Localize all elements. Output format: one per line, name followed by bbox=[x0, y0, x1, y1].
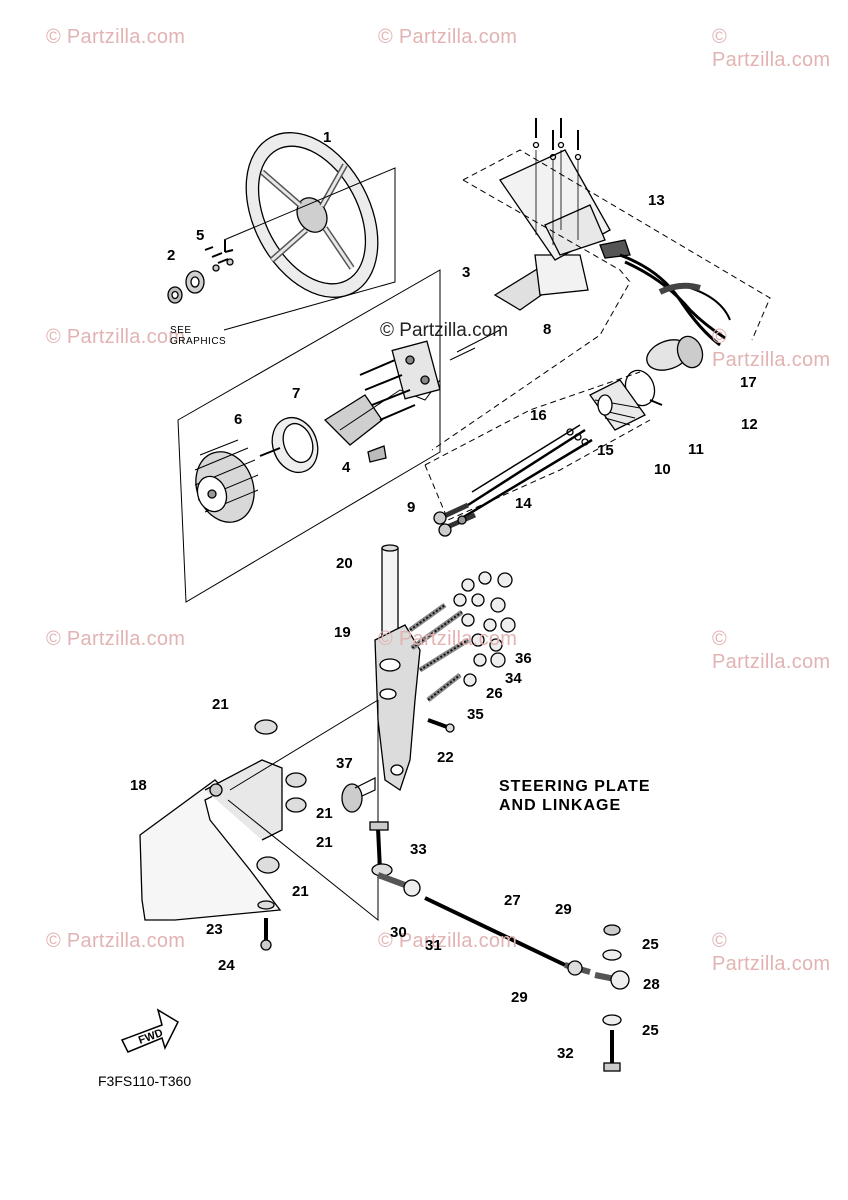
steering-cable-part bbox=[461, 424, 593, 520]
wheel-group-box bbox=[223, 167, 396, 331]
steering-arm-part bbox=[374, 624, 421, 792]
callout-33: 33 bbox=[410, 841, 427, 858]
callout-21: 21 bbox=[316, 834, 333, 851]
callout-7: 7 bbox=[292, 385, 301, 402]
callout-34: 34 bbox=[505, 670, 522, 687]
column-dashed-box bbox=[431, 149, 771, 451]
nut-part bbox=[167, 270, 205, 304]
boot-part bbox=[624, 335, 704, 407]
callout-27: 27 bbox=[504, 892, 521, 909]
callout-36: 36 bbox=[515, 650, 532, 667]
cable-boot-part bbox=[589, 379, 646, 431]
callout-37: 37 bbox=[336, 755, 353, 772]
drawing-code: F3FS110-T360 bbox=[98, 1073, 192, 1089]
callout-25: 25 bbox=[642, 1022, 659, 1039]
steering-rod-part bbox=[424, 896, 591, 976]
bushing-part bbox=[254, 719, 307, 910]
callout-29: 29 bbox=[555, 901, 572, 918]
center-watermark: © Partzilla.com bbox=[380, 320, 509, 341]
callout-6: 6 bbox=[234, 411, 243, 428]
title-line-1: STEERING PLATE bbox=[499, 778, 651, 795]
callout-2: 2 bbox=[167, 247, 176, 264]
callout-28: 28 bbox=[643, 976, 660, 993]
callout-31: 31 bbox=[425, 937, 442, 954]
callout-24: 24 bbox=[218, 957, 235, 974]
control-cable-part bbox=[619, 253, 731, 347]
watermark: © Partzilla.com bbox=[712, 26, 831, 71]
watermark: © Partzilla.com bbox=[712, 628, 831, 673]
callout-22: 22 bbox=[437, 749, 454, 766]
watermark: © Partzilla.com bbox=[46, 26, 186, 48]
callout-3: 3 bbox=[462, 264, 471, 281]
diagram-title: STEERING PLATE AND LINKAGE bbox=[499, 777, 651, 815]
watermark: © Partzilla.com bbox=[46, 930, 186, 952]
watermark: © Partzilla.com bbox=[46, 628, 186, 650]
callout-30: 30 bbox=[390, 924, 407, 941]
callout-29: 29 bbox=[511, 989, 528, 1006]
watermark: © Partzilla.com bbox=[712, 930, 831, 975]
watermark: © Partzilla.com bbox=[378, 930, 518, 952]
watermark: © Partzilla.com bbox=[378, 628, 518, 650]
callout-12: 12 bbox=[741, 416, 758, 433]
top-bolts-part bbox=[532, 118, 582, 245]
title-line-2: AND LINKAGE bbox=[499, 797, 622, 815]
cable-end-part bbox=[433, 502, 476, 537]
steering-wheel-part bbox=[245, 132, 379, 298]
spring-set-part bbox=[408, 602, 470, 702]
callout-23: 23 bbox=[206, 921, 223, 938]
callout-9: 9 bbox=[407, 499, 416, 516]
watermark: © Partzilla.com bbox=[46, 326, 186, 348]
watermark: © Partzilla.com bbox=[378, 26, 518, 48]
callout-14: 14 bbox=[515, 495, 532, 512]
callout-16: 16 bbox=[530, 407, 547, 424]
callout-4: 4 bbox=[342, 459, 351, 476]
callout-15: 15 bbox=[597, 442, 614, 459]
helm-assembly-box bbox=[177, 269, 441, 603]
screw-set-part bbox=[204, 240, 234, 272]
callout-10: 10 bbox=[654, 461, 671, 478]
see-graphics-line-1: SEE bbox=[170, 325, 192, 336]
rod-end-part bbox=[369, 821, 421, 897]
fwd-label: FWD bbox=[137, 1027, 165, 1047]
helm-unit-part bbox=[194, 340, 441, 523]
callout-5: 5 bbox=[196, 227, 205, 244]
callout-17: 17 bbox=[740, 374, 757, 391]
callout-25: 25 bbox=[642, 936, 659, 953]
callout-21: 21 bbox=[292, 883, 309, 900]
callout-21: 21 bbox=[212, 696, 229, 713]
clip-part bbox=[341, 777, 376, 813]
steering-plate-part bbox=[139, 759, 283, 921]
callout-8: 8 bbox=[543, 321, 552, 338]
forward-arrow-icon bbox=[120, 1008, 179, 1053]
callout-20: 20 bbox=[336, 555, 353, 572]
rod-end-hardware-part bbox=[594, 924, 630, 1072]
callout-21: 21 bbox=[316, 805, 333, 822]
callout-32: 32 bbox=[557, 1045, 574, 1062]
see-graphics-note: SEE GRAPHICS bbox=[170, 325, 226, 347]
callout-19: 19 bbox=[334, 624, 351, 641]
see-graphics-line-2: GRAPHICS bbox=[170, 336, 227, 347]
steering-column-part bbox=[493, 149, 631, 311]
callout-13: 13 bbox=[648, 192, 665, 209]
callout-18: 18 bbox=[130, 777, 147, 794]
washer-nut-grid-part bbox=[453, 571, 516, 687]
callout-1: 1 bbox=[323, 129, 332, 146]
callout-35: 35 bbox=[467, 706, 484, 723]
callout-26: 26 bbox=[486, 685, 503, 702]
watermark: © Partzilla.com bbox=[712, 326, 831, 371]
callout-11: 11 bbox=[688, 441, 704, 458]
